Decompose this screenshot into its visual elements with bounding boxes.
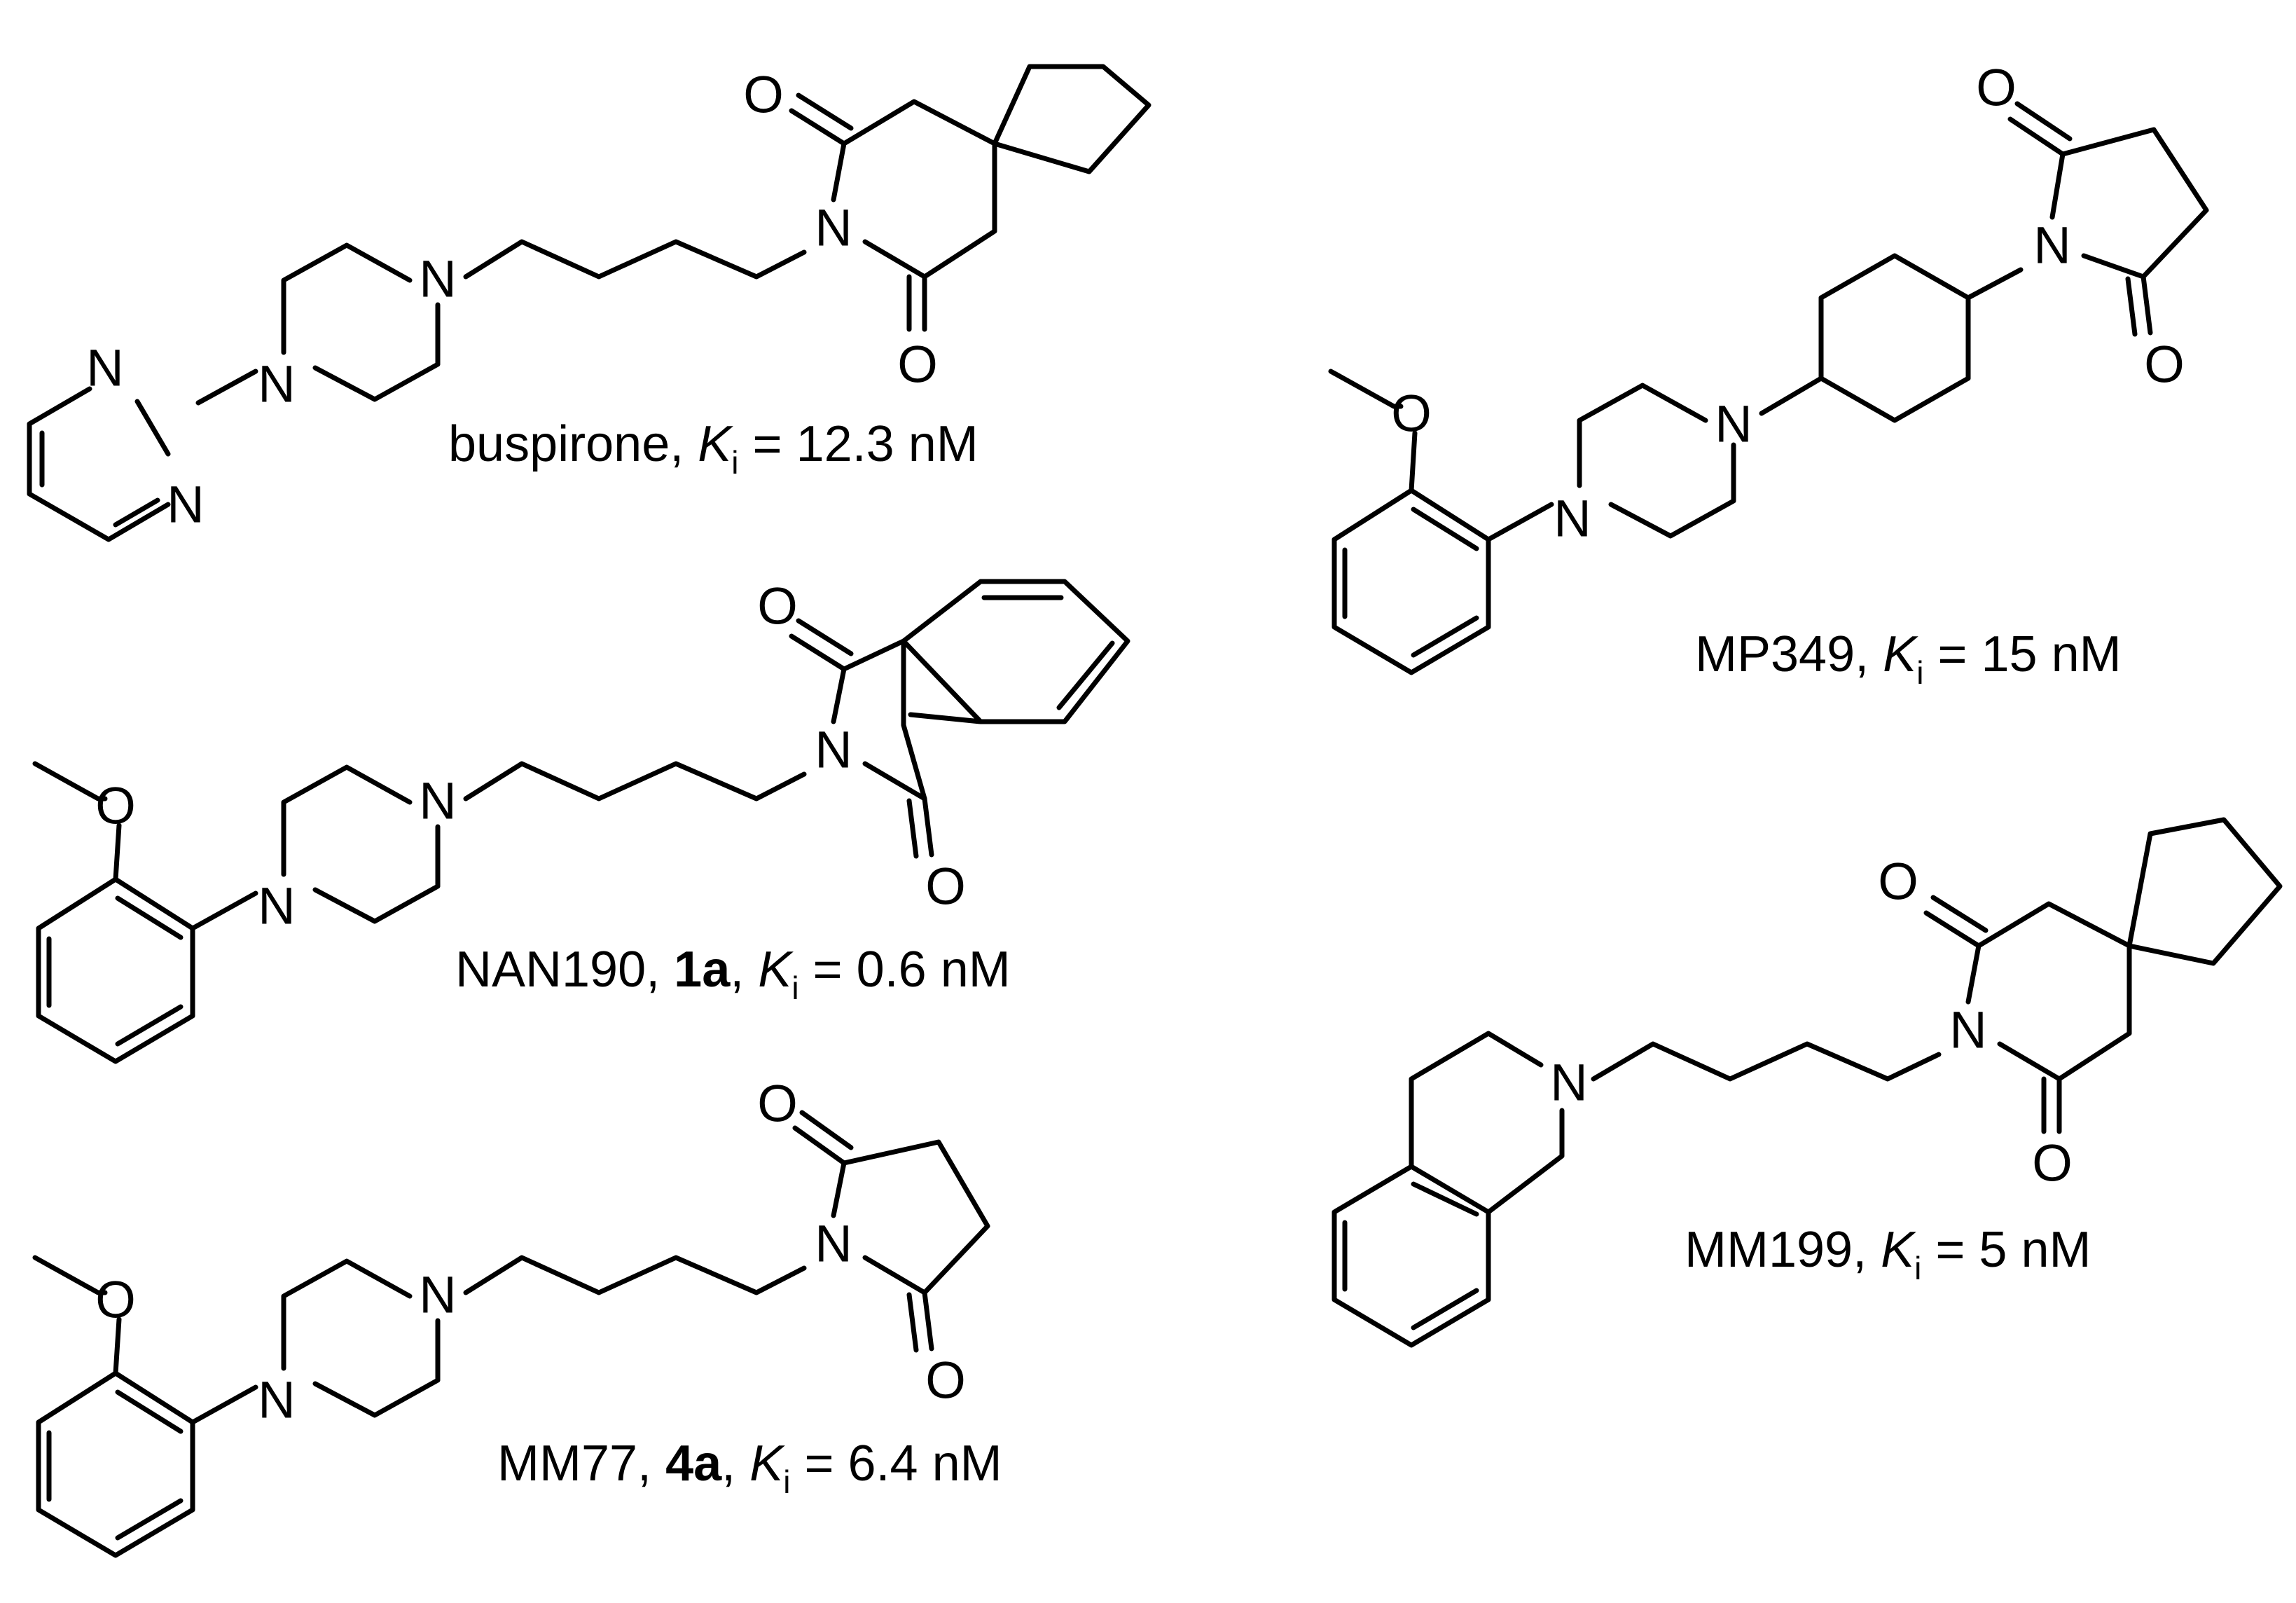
- atom-n-pyrimidine-1: N: [86, 339, 123, 397]
- atom-o-carbonyl-2: O: [925, 858, 966, 916]
- atom-n-piperazine-4: N: [419, 250, 456, 308]
- caption-nan190: NAN190, 1a, Ki = 0.6 nM: [455, 942, 1011, 1006]
- caption-mm199: MM199, Ki = 5 nM: [1685, 1222, 2091, 1286]
- atom-o-carbonyl-1: O: [1878, 853, 1918, 911]
- atom-n-imide: N: [2033, 216, 2070, 275]
- atom-o-carbonyl-2: O: [2144, 336, 2185, 394]
- nan190-structure: O N N N O O: [32, 577, 1130, 1064]
- atom-n-piperazine-4: N: [1715, 395, 1752, 453]
- atom-n-pyrimidine-2: N: [167, 476, 204, 534]
- atom-n-imide: N: [815, 721, 852, 779]
- caption-mp349: MP349, Ki = 15 nM: [1695, 626, 2122, 691]
- atom-o-methoxy: O: [95, 1271, 136, 1329]
- atom-n-piperazine-1: N: [258, 355, 295, 413]
- caption-buspirone: buspirone, Ki = 12.3 nM: [448, 416, 978, 481]
- atom-n-piperazine-1: N: [1554, 490, 1591, 548]
- atom-o-carbonyl-2: O: [925, 1351, 966, 1410]
- atom-o-methoxy: O: [1391, 385, 1432, 443]
- mp349-structure: O N N N O O: [1328, 59, 2209, 675]
- atom-n-imide: N: [1949, 1001, 1986, 1059]
- atom-o-carbonyl-2: O: [2032, 1134, 2073, 1192]
- atom-o-carbonyl-1: O: [1976, 59, 2017, 117]
- mm77-structure: O N N N O O: [32, 1075, 990, 1558]
- atom-o-carbonyl-1: O: [757, 1075, 798, 1133]
- atom-o-methoxy: O: [95, 777, 136, 835]
- atom-n-piperazine-4: N: [419, 772, 456, 830]
- atom-o-carbonyl-1: O: [743, 66, 784, 124]
- buspirone-structure: N N N N N O O: [27, 64, 1152, 542]
- atom-n-piperazine-4: N: [419, 1266, 456, 1324]
- caption-mm77: MM77, 4a, Ki = 6.4 nM: [497, 1436, 1002, 1500]
- atom-n-piperazine-1: N: [258, 1371, 295, 1429]
- atom-n-piperazine-1: N: [258, 877, 295, 935]
- atom-n-imide: N: [815, 199, 852, 257]
- atom-o-carbonyl-1: O: [757, 577, 798, 635]
- atom-n-isoquinoline: N: [1550, 1054, 1587, 1112]
- atom-n-imide: N: [815, 1215, 852, 1273]
- mm199-structure: N N O O: [1332, 817, 2283, 1348]
- atom-o-carbonyl-2: O: [897, 336, 938, 394]
